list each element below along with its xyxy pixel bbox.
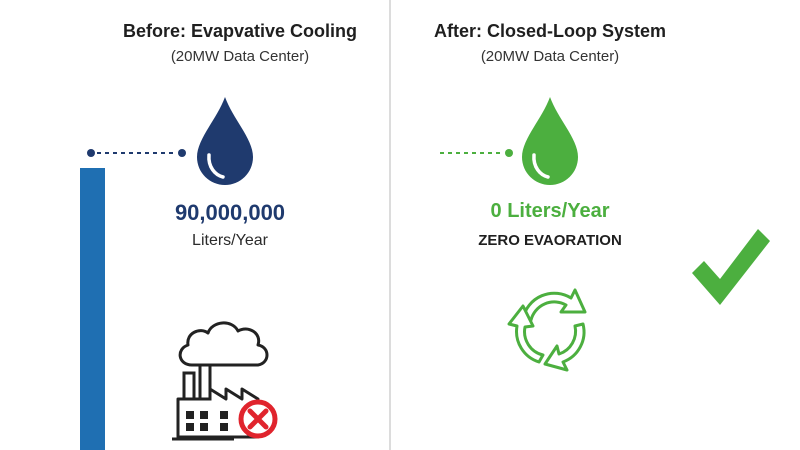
checkmark-icon <box>692 229 770 305</box>
after-water-value: 0 Liters/Year <box>490 200 610 222</box>
after-title: After: Closed-Loop System <box>433 21 667 41</box>
before-water-unit: Liters/Year <box>192 232 268 249</box>
after-leader-line <box>440 149 513 157</box>
after-subtitle: (20MW Data Center) <box>480 48 620 65</box>
no-icon <box>238 399 278 439</box>
factory-icon <box>172 321 278 441</box>
water-usage-bar <box>80 168 105 450</box>
before-leader-line <box>87 149 186 157</box>
water-drop-icon <box>522 97 578 185</box>
before-title: Before: Evapvative Cooling <box>122 21 358 41</box>
recycle-icon <box>507 288 587 372</box>
after-note: ZERO EVAORATION <box>478 232 622 249</box>
before-subtitle: (20MW Data Center) <box>170 48 310 65</box>
before-water-value: 90,000,000 <box>174 200 286 225</box>
center-divider <box>389 0 391 450</box>
water-drop-icon <box>197 97 253 185</box>
